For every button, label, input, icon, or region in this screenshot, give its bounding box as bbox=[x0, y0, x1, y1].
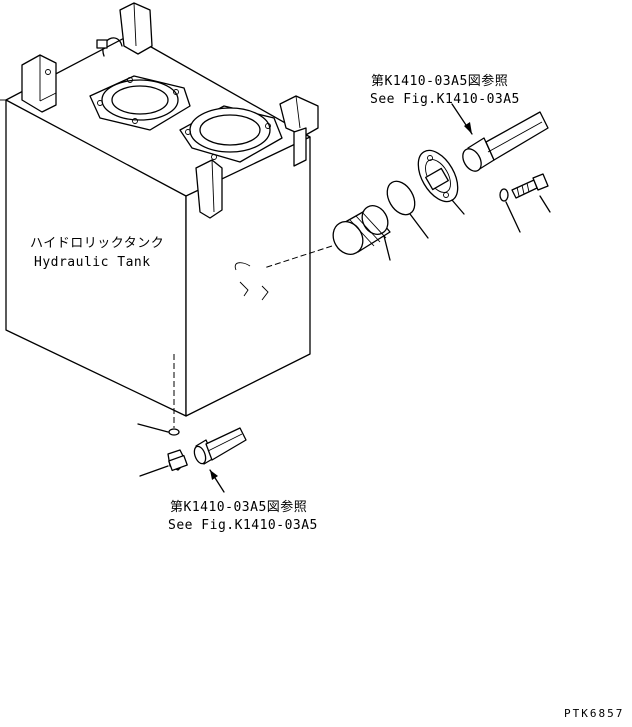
rear-bracket bbox=[96, 2, 153, 57]
assembly-leader bbox=[234, 245, 333, 301]
flange-right bbox=[179, 105, 283, 163]
o-ring bbox=[386, 180, 429, 239]
ref-top-jp: 第K1410-03A5図参照 bbox=[371, 74, 509, 89]
ref-bottom-jp: 第K1410-03A5図参照 bbox=[170, 500, 308, 515]
ref-bottom-en: See Fig.K1410-03A5 bbox=[168, 518, 318, 533]
side-bracket-lower bbox=[195, 159, 223, 219]
hydraulic-tank bbox=[0, 2, 319, 417]
side-bracket-upper bbox=[279, 95, 319, 167]
washer bbox=[499, 188, 521, 233]
strainer-cover bbox=[417, 149, 465, 215]
drawing-code: PTK6857 bbox=[564, 707, 625, 720]
drain-assembly bbox=[137, 354, 247, 493]
bolt bbox=[511, 173, 551, 213]
flange-left bbox=[89, 75, 191, 131]
left-bracket bbox=[21, 54, 57, 113]
ref-top-en: See Fig.K1410-03A5 bbox=[370, 92, 520, 107]
ref-arrow-top bbox=[451, 103, 473, 135]
hose-top bbox=[462, 111, 549, 172]
strainer-element bbox=[332, 205, 391, 261]
tank-label-jp: ハイドロリックタンク bbox=[30, 236, 165, 251]
tank-label-en: Hydraulic Tank bbox=[34, 255, 151, 270]
